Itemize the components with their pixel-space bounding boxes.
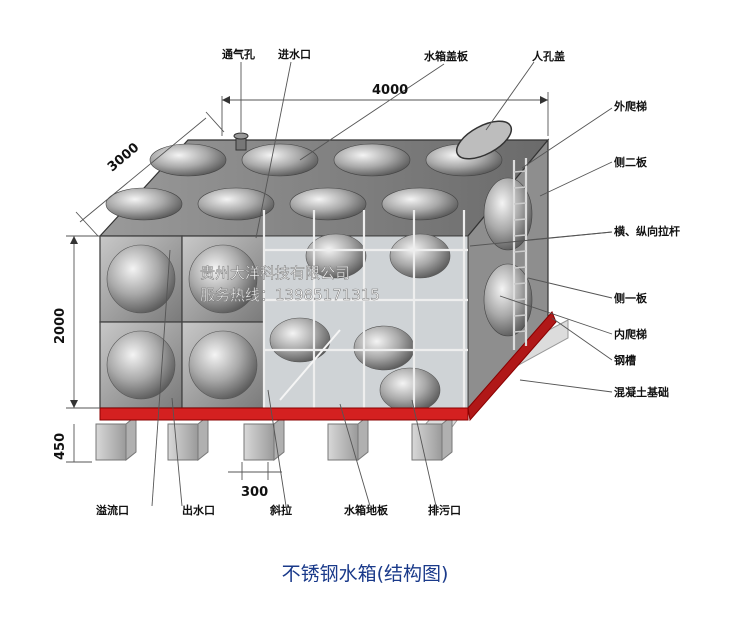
side-dome	[483, 263, 533, 337]
label-overflow: 溢流口	[96, 503, 129, 517]
top-dome	[105, 187, 183, 221]
watermark-company: 贵州大洋科技有限公司	[200, 264, 350, 282]
base-beams	[95, 414, 453, 462]
dim-height: 2000	[53, 308, 68, 344]
label-steel-channel: 钢槽	[614, 353, 636, 367]
front-panel	[181, 235, 265, 323]
label-cover-plate: 水箱盖板	[424, 49, 469, 63]
ladder-rung	[513, 266, 527, 269]
interior-dome	[305, 233, 367, 279]
label-manhole: 人孔盖	[532, 49, 565, 63]
label-vent: 通气孔	[222, 47, 255, 61]
dim-base-spacing: 300	[241, 485, 268, 500]
watermark-hotline: 服务热线：13985171315	[200, 286, 380, 304]
front-panel	[99, 321, 183, 409]
label-inner-ladder: 内爬梯	[614, 327, 647, 341]
label-diagonal-brace: 斜拉	[269, 503, 292, 517]
top-dome	[241, 143, 319, 177]
ladder-rung	[513, 314, 527, 317]
ladder-rung	[513, 282, 527, 285]
ladder-rung	[513, 186, 527, 189]
top-dome	[381, 187, 459, 221]
dim-length: 4000	[372, 83, 408, 98]
ladder-rung	[513, 250, 527, 253]
diagram-caption: 不锈钢水箱(结构图)	[282, 563, 449, 585]
top-dome	[197, 187, 275, 221]
tank-front-panels	[99, 235, 265, 409]
steel-channel	[99, 311, 557, 422]
tank-interior-cutaway	[262, 210, 469, 413]
watermark: 贵州大洋科技有限公司 服务热线：13985171315	[200, 264, 380, 305]
front-panel	[181, 321, 265, 409]
interior-dome	[379, 367, 441, 413]
ladder-rung	[513, 202, 527, 205]
diagonal-brace	[279, 329, 341, 401]
label-inlet: 进水口	[278, 47, 311, 61]
label-outer-ladder: 外爬梯	[613, 99, 647, 113]
front-panel	[99, 235, 183, 323]
interior-dome	[389, 233, 451, 279]
ladder-rung	[513, 330, 527, 333]
base-beam	[327, 414, 369, 462]
outer-ladder-icon	[512, 158, 528, 350]
ladder-rung	[513, 170, 527, 173]
label-side-plate-1: 侧一板	[614, 291, 648, 305]
vent-pipe-icon	[233, 132, 249, 151]
ladder-rung	[513, 298, 527, 301]
label-tie-rods: 横、纵向拉杆	[614, 224, 680, 238]
top-dome	[289, 187, 367, 221]
dim-width: 3000	[105, 140, 142, 175]
label-drain: 排污口	[428, 503, 461, 517]
side-dome	[483, 177, 533, 251]
interior-dome	[269, 317, 331, 363]
top-dome	[149, 143, 227, 177]
tank-top	[98, 139, 550, 237]
base-beam	[95, 414, 137, 462]
dimension-lines	[66, 92, 549, 480]
dim-base-height: 450	[53, 433, 68, 460]
label-concrete-base: 混凝土基础	[614, 385, 669, 399]
label-bottom-plate: 水箱地板	[344, 503, 389, 517]
ladder-rung	[513, 234, 527, 237]
manhole-cover-icon	[455, 120, 513, 160]
label-outlet: 出水口	[182, 503, 215, 517]
leader-lines	[151, 61, 613, 507]
top-dome	[333, 143, 411, 177]
ladder-rung	[513, 218, 527, 221]
label-side-plate-2: 侧二板	[614, 155, 648, 169]
tank-right-side	[467, 138, 549, 412]
